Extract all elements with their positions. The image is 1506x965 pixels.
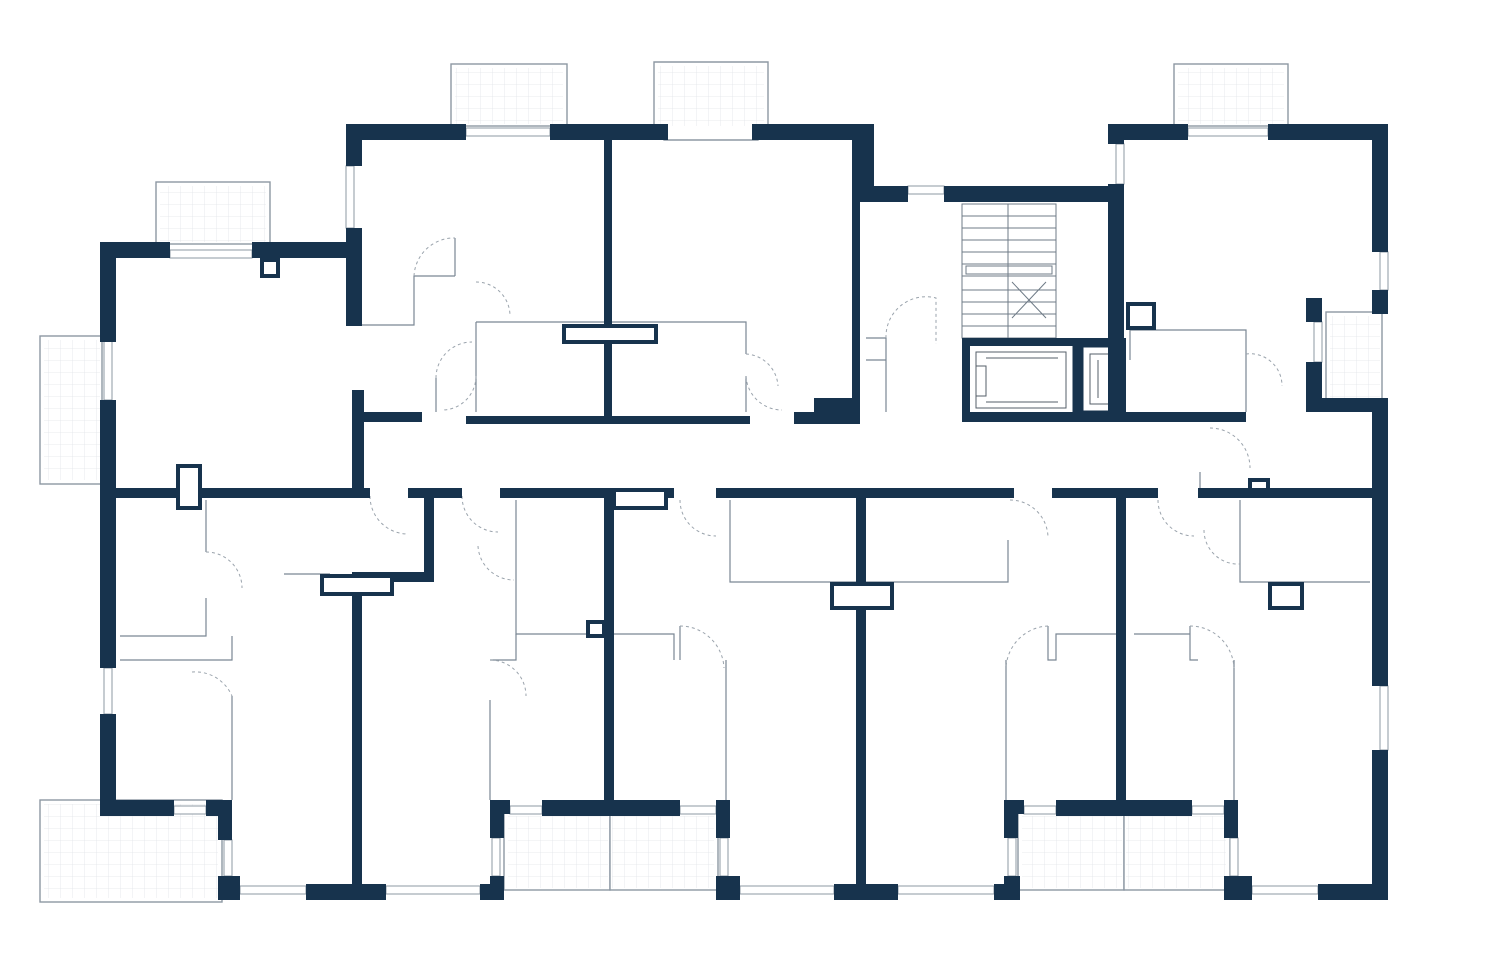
stairwell [961, 203, 1057, 339]
walls [100, 124, 1388, 900]
elevator [966, 342, 1126, 416]
interior-partitions [120, 238, 1370, 800]
door-swings [191, 237, 1283, 697]
balconies [39, 61, 1383, 903]
ventilation-shafts [176, 258, 1304, 638]
